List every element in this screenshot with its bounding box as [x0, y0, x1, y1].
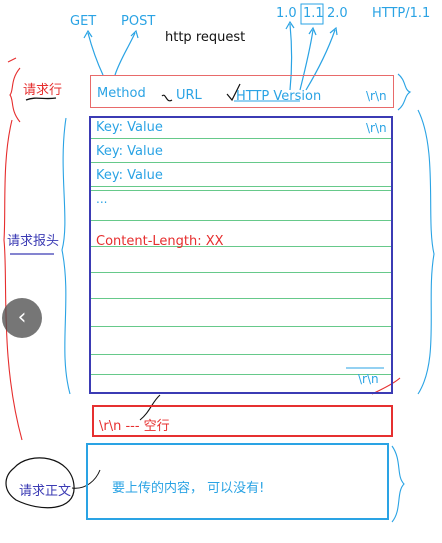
header-content-length: Content-Length: XX: [96, 234, 224, 249]
header-row-2: Key: Value: [96, 144, 163, 159]
version-11-box: [300, 3, 324, 25]
method-get-label: GET: [70, 14, 97, 29]
header-row-divider: [91, 272, 391, 273]
header-row-divider: [91, 190, 391, 191]
circle-body-label: [5, 457, 75, 509]
brace-header: [3, 119, 23, 441]
arrow-method-get: [87, 32, 104, 76]
method-post-label: POST: [121, 14, 156, 29]
request-line-crlf: \r\n: [366, 89, 387, 103]
brace-request-line: [9, 67, 21, 123]
header-label: 请求报头: [7, 234, 60, 249]
version-20-label: 2.0: [327, 6, 348, 21]
request-line-label: 请求行: [23, 83, 63, 98]
body-box: [86, 443, 389, 520]
brace-header-inner: [61, 117, 71, 395]
request-line-box: [90, 75, 394, 108]
brace-right-header: [417, 109, 435, 395]
body-text: 要上传的内容， 可以没有!: [112, 481, 265, 496]
header-row-1: Key: Value: [96, 120, 163, 135]
header-row-divider: [91, 220, 391, 221]
header-end-crlf: \r\n: [358, 372, 379, 386]
header-row-ellipsis: ...: [96, 192, 108, 206]
chevron-left-icon: ‹: [17, 305, 27, 330]
request-line-method: Method: [97, 86, 146, 101]
version-http11-label: HTTP/1.1: [372, 6, 431, 21]
squiggle-separator-2: [226, 83, 241, 102]
blank-line-text: \r\n --- 空行: [99, 419, 170, 434]
header-row-divider: [91, 298, 391, 299]
pointer-blank-line: [139, 394, 161, 421]
header-row-divider: [91, 246, 391, 247]
brace-right-request-line: [397, 73, 412, 111]
header-row-divider: [91, 354, 391, 355]
header-row-1-crlf: \r\n: [366, 121, 387, 135]
arrow-version-11: [299, 29, 314, 91]
squiggle-separator-1: [161, 94, 173, 102]
previous-button[interactable]: ‹: [2, 298, 42, 338]
arrow-version-10: [289, 23, 293, 91]
header-row-3: Key: Value: [96, 168, 163, 183]
arrow-version-20: [305, 29, 336, 91]
header-row-divider: [91, 374, 391, 375]
underline-request-line-label: [25, 97, 57, 101]
header-row-divider: [91, 186, 391, 187]
header-box: [89, 116, 393, 394]
header-row-divider: [91, 138, 391, 139]
diagram-title: http request: [165, 30, 246, 45]
request-line-url: URL: [176, 88, 202, 103]
request-line-version: HTTP Version: [236, 89, 322, 104]
version-10-label: 1.0: [276, 6, 297, 21]
version-11-label: 1.1: [303, 6, 324, 21]
brace-right-body: [391, 445, 405, 523]
header-row-divider: [91, 162, 391, 163]
blank-line-box: [92, 405, 393, 437]
header-row-divider: [91, 326, 391, 327]
body-label: 请求正文: [19, 484, 72, 499]
arrow-method-post: [114, 32, 136, 76]
